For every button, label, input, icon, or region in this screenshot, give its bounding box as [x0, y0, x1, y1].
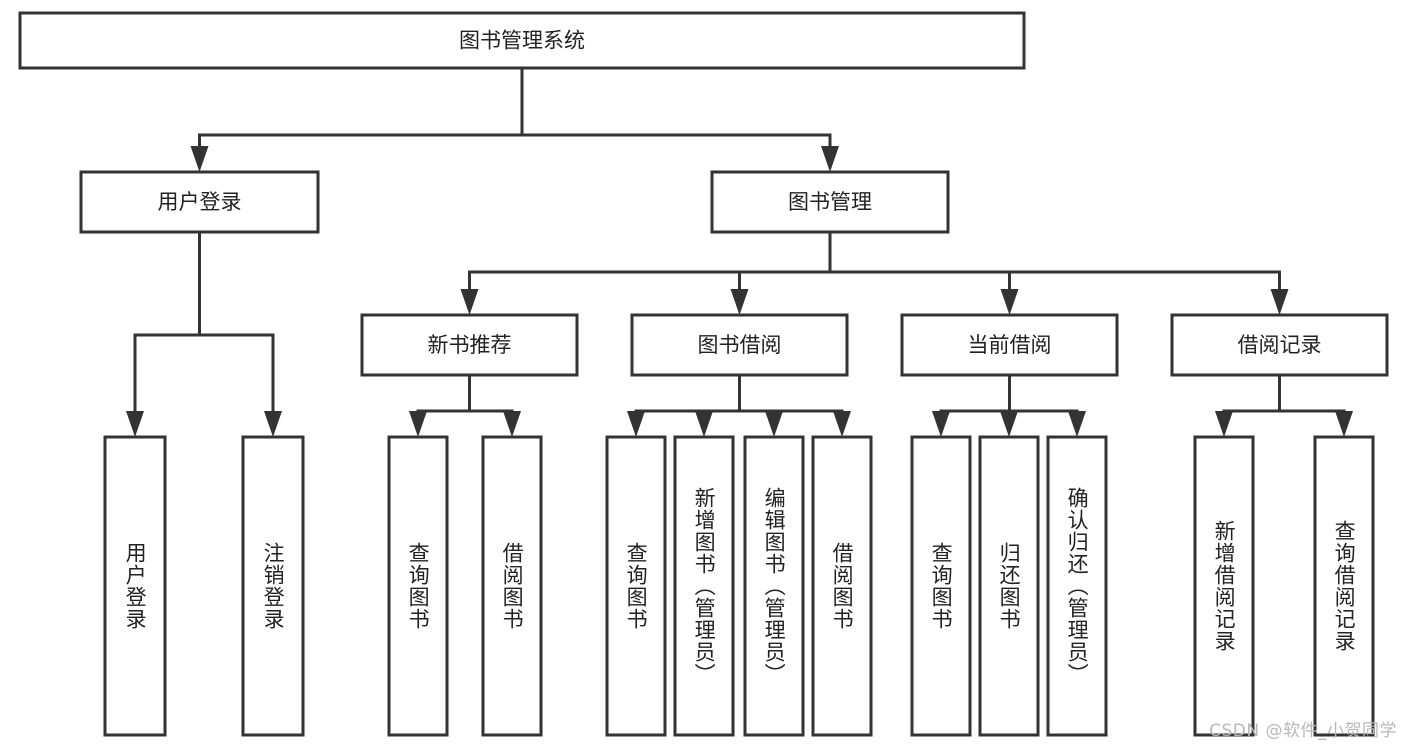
- node-leaf-edit-book-rect[interactable]: [743, 435, 805, 737]
- node-leaf-query-book-2[interactable]: [605, 435, 667, 737]
- arrow-head-icon: [627, 411, 645, 437]
- node-leaf-borrow-book-1-rect[interactable]: [481, 435, 543, 737]
- arrow-head-icon: [409, 411, 427, 437]
- node-leaf-borrow-book-2[interactable]: [811, 435, 873, 737]
- arrow-head-icon: [1270, 289, 1289, 315]
- node-new-book-recommend[interactable]: 新书推荐: [360, 313, 579, 377]
- node-leaf-add-book-rect[interactable]: [673, 435, 735, 737]
- node-book-manage-label: 图书管理: [788, 190, 872, 214]
- node-leaf-add-record-rect[interactable]: [1193, 435, 1255, 737]
- arrow-head-icon: [765, 411, 783, 437]
- node-leaf-user-login-rect[interactable]: [103, 435, 167, 737]
- node-current-borrow-label: 当前借阅: [968, 333, 1052, 357]
- arrow-head-icon: [460, 289, 479, 315]
- arrow-head-icon: [1215, 411, 1233, 437]
- node-leaf-return-book-rect[interactable]: [978, 435, 1040, 737]
- arrow-head-icon: [833, 411, 851, 437]
- arrow-head-icon: [730, 289, 749, 315]
- arrow-head-icon: [1068, 411, 1086, 437]
- node-user-login-label: 用户登录: [158, 190, 242, 214]
- node-borrow-record-rect[interactable]: [1170, 313, 1389, 377]
- node-leaf-return-book[interactable]: [978, 435, 1040, 737]
- node-leaf-query-book-3[interactable]: [910, 435, 972, 737]
- node-leaf-add-record[interactable]: [1193, 435, 1255, 737]
- arrow-head-icon: [503, 411, 521, 437]
- node-leaf-borrow-book-2-rect[interactable]: [811, 435, 873, 737]
- node-book-borrow-label: 图书借阅: [698, 333, 782, 357]
- arrow-head-icon: [126, 411, 144, 437]
- node-leaf-logout[interactable]: [241, 435, 305, 737]
- edges-layer: [126, 66, 1353, 437]
- arrow-head-icon: [821, 146, 839, 172]
- node-leaf-borrow-book-1[interactable]: [481, 435, 543, 737]
- node-book-borrow-rect[interactable]: [630, 313, 849, 377]
- node-borrow-record-label: 借阅记录: [1238, 333, 1322, 357]
- node-leaf-query-book-2-rect[interactable]: [605, 435, 667, 737]
- node-new-book-recommend-label: 新书推荐: [428, 333, 512, 357]
- node-book-manage-rect[interactable]: [710, 170, 950, 234]
- node-title-label: 图书管理系统: [459, 29, 585, 53]
- node-leaf-logout-rect[interactable]: [241, 435, 305, 737]
- node-leaf-confirm-return-rect[interactable]: [1046, 435, 1108, 737]
- node-leaf-edit-book[interactable]: [743, 435, 805, 737]
- arrow-head-icon: [190, 146, 209, 172]
- arrow-head-icon: [264, 411, 282, 437]
- node-leaf-query-record[interactable]: [1313, 435, 1375, 737]
- node-borrow-record[interactable]: 借阅记录: [1170, 313, 1389, 377]
- node-book-borrow[interactable]: 图书借阅: [630, 313, 849, 377]
- node-book-manage[interactable]: 图书管理: [710, 170, 950, 234]
- node-title[interactable]: 图书管理系统: [18, 11, 1026, 70]
- arrow-head-icon: [1335, 411, 1353, 437]
- arrow-head-icon: [1000, 289, 1019, 315]
- node-user-login-rect[interactable]: [79, 170, 320, 234]
- node-new-book-recommend-rect[interactable]: [360, 313, 579, 377]
- node-leaf-query-book-1[interactable]: [387, 435, 449, 737]
- watermark-text: CSDN @软件_小贺同学: [1209, 721, 1397, 741]
- node-current-borrow[interactable]: 当前借阅: [900, 313, 1119, 377]
- node-leaf-query-record-rect[interactable]: [1313, 435, 1375, 737]
- node-user-login[interactable]: 用户登录: [79, 170, 320, 234]
- node-title-rect[interactable]: [18, 11, 1026, 70]
- node-current-borrow-rect[interactable]: [900, 313, 1119, 377]
- node-leaf-confirm-return[interactable]: [1046, 435, 1108, 737]
- arrow-head-icon: [932, 411, 950, 437]
- arrow-head-icon: [695, 411, 713, 437]
- node-leaf-query-book-3-rect[interactable]: [910, 435, 972, 737]
- node-leaf-query-book-1-rect[interactable]: [387, 435, 449, 737]
- node-leaf-user-login[interactable]: [103, 435, 167, 737]
- arrow-head-icon: [1000, 411, 1018, 437]
- node-leaf-add-book[interactable]: [673, 435, 735, 737]
